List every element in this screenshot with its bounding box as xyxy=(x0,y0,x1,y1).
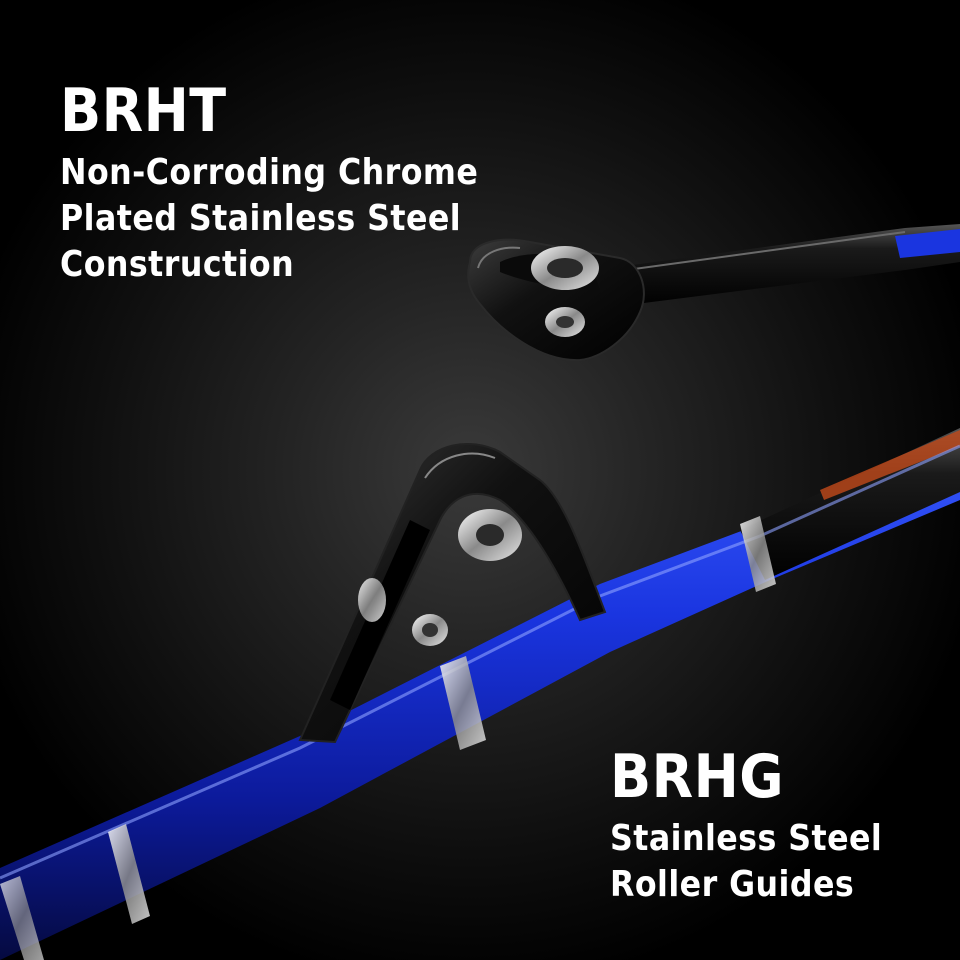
brhg-label: BRHG Stainless Steel Roller Guides xyxy=(610,744,919,908)
brhg-description-line: Stainless Steel xyxy=(610,818,883,859)
brht-description-line: Non-Corroding Chrome xyxy=(60,152,479,193)
brht-label: BRHT Non-Corroding Chrome Plated Stainle… xyxy=(60,78,535,288)
roller-guide xyxy=(298,443,607,744)
brhg-description: Stainless Steel Roller Guides xyxy=(610,816,882,908)
tip-top-guide xyxy=(467,238,645,362)
brhg-code: BRHG xyxy=(610,742,785,812)
brht-description-line: Construction xyxy=(60,244,295,285)
upper-rod-section xyxy=(610,224,960,306)
brhg-description-line: Roller Guides xyxy=(610,864,855,905)
brht-description: Non-Corroding Chrome Plated Stainless St… xyxy=(60,150,478,288)
lower-rod-section xyxy=(0,428,960,960)
brht-code: BRHT xyxy=(60,76,227,146)
brht-description-line: Plated Stainless Steel xyxy=(60,198,462,239)
